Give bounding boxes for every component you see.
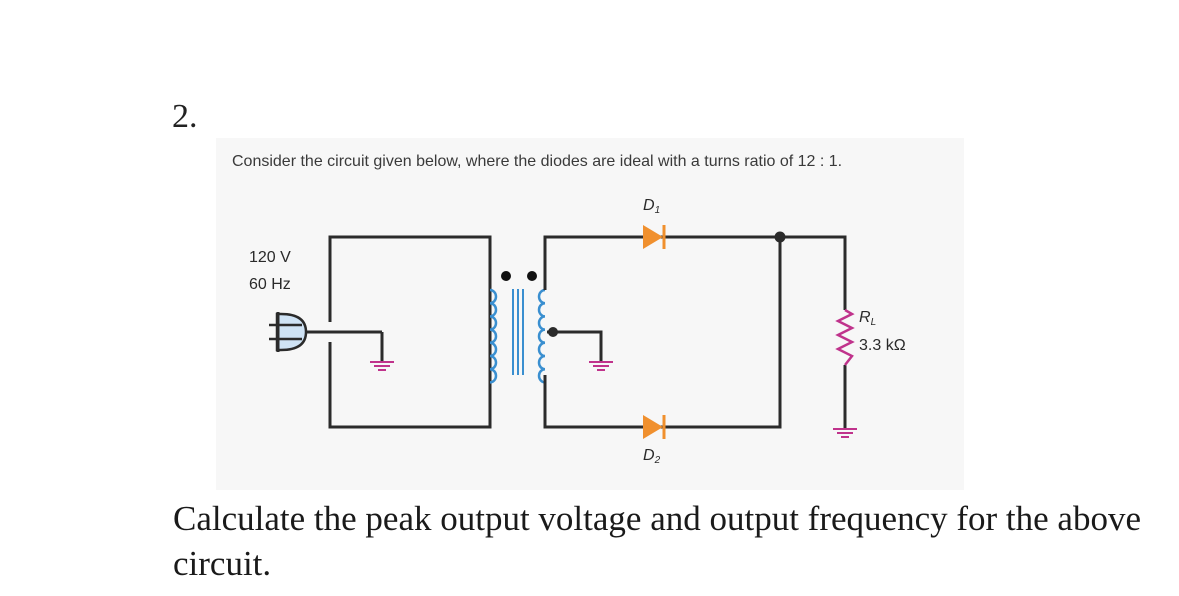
secondary-wires (543, 235, 847, 429)
ground-icon-primary (370, 332, 394, 371)
diode-d1-label: D1 (643, 197, 661, 216)
primary-wires (300, 235, 492, 429)
load-resistor-label: RL (859, 309, 877, 328)
diode-d2-label: D2 (643, 447, 661, 466)
source-voltage-label: 120 V (249, 249, 291, 266)
ground-icon-load (833, 428, 857, 438)
center-tap-node (548, 327, 558, 337)
question-number: 2. (172, 98, 198, 135)
ground-icon-secondary (589, 361, 613, 371)
output-node (774, 231, 786, 243)
transformer-icon (489, 271, 546, 384)
diode-d1-icon (643, 225, 666, 249)
resistor-icon (835, 308, 855, 366)
ac-plug-icon (269, 312, 308, 352)
figure-panel (216, 138, 964, 490)
load-resistor-value: 3.3 kΩ (859, 337, 906, 354)
source-frequency-label: 60 Hz (249, 276, 291, 293)
question-intro: Consider the circuit given below, where … (232, 153, 843, 170)
question-prompt: Calculate the peak output voltage and ou… (173, 499, 1141, 583)
diode-d2-icon (643, 415, 666, 439)
